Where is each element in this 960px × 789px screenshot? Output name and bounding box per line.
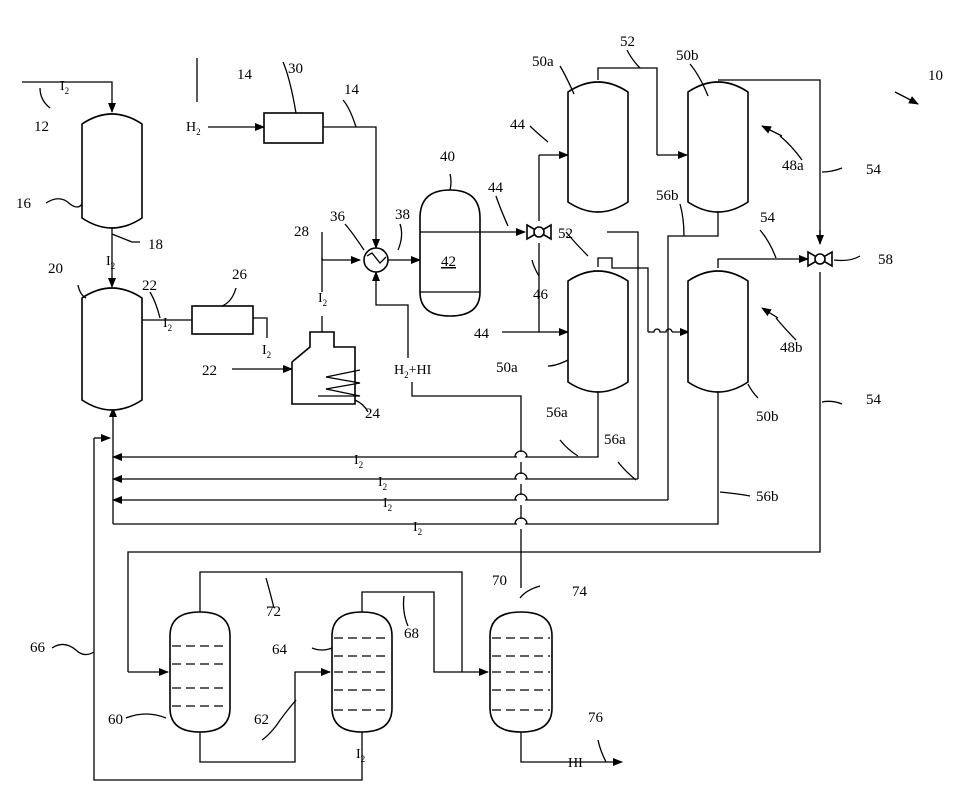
reactor-40 (420, 190, 480, 316)
vessel-50b-bottom (688, 271, 748, 392)
ref-44-top: 44 (510, 117, 526, 133)
ref-58: 58 (878, 252, 893, 268)
valve-58 (808, 252, 832, 266)
stream-h2: H2 (186, 120, 201, 137)
unit-30 (264, 113, 323, 143)
ref-56a-left: 56a (546, 405, 568, 421)
ref-12: 12 (34, 119, 49, 135)
ref-14-top: 14 (237, 67, 253, 83)
ref-64: 64 (272, 642, 288, 658)
ref-44-bottom: 44 (474, 326, 490, 342)
ref-36: 36 (330, 209, 346, 225)
ref-76: 76 (588, 710, 604, 726)
ref-14-line: 14 (344, 82, 360, 98)
stream-i2-return-1: I2 (354, 453, 363, 470)
ref-38: 38 (395, 207, 410, 223)
ref-70: 70 (492, 573, 507, 589)
ref-48a: 48a (782, 158, 804, 174)
ref-40: 40 (440, 149, 455, 165)
ref-56b-top: 56b (656, 188, 679, 204)
vessel-50b-top (688, 82, 748, 212)
vessel-50a-bottom (568, 271, 628, 392)
ref-50a-top: 50a (532, 54, 554, 70)
valve-46 (527, 225, 551, 239)
ref-20: 20 (48, 261, 63, 277)
stream-i2-return-3: I2 (383, 496, 392, 513)
ref-18: 18 (148, 237, 163, 253)
ref-62: 62 (254, 712, 269, 728)
ref-50b-top: 50b (676, 48, 699, 64)
vessel-50a-top (568, 82, 628, 212)
ref-44-reactor: 44 (488, 180, 504, 196)
vessel-20 (82, 288, 142, 410)
ref-68: 68 (404, 626, 419, 642)
stream-i2-18: I2 (106, 254, 115, 271)
stream-i2-22: I2 (163, 316, 172, 333)
ref-56b-bottom: 56b (756, 489, 779, 505)
ref-66: 66 (30, 640, 46, 656)
stream-i2-return-4: I2 (413, 520, 422, 537)
stream-h2-hi: H2+HI (394, 363, 432, 380)
ref-74: 74 (572, 584, 588, 600)
ref-54-bottom: 54 (866, 392, 882, 408)
ref-30: 30 (288, 61, 303, 77)
ref-52-mid: 52 (558, 226, 573, 242)
ref-72: 72 (266, 604, 281, 620)
ref-60: 60 (108, 712, 123, 728)
vessel-16 (82, 114, 142, 228)
ref-22-top: 22 (142, 278, 157, 294)
stream-i2-bottom: I2 (356, 747, 365, 764)
ref-24: 24 (365, 406, 381, 422)
column-60 (170, 612, 230, 732)
ref-22-left: 22 (202, 363, 217, 379)
ref-16: 16 (16, 196, 32, 212)
ref-46: 46 (533, 287, 549, 303)
ref-52-top: 52 (620, 34, 635, 50)
dryer-26 (192, 306, 253, 334)
ref-10: 10 (928, 68, 943, 84)
ref-48b: 48b (780, 340, 803, 356)
stream-hi-product: HI (568, 756, 583, 771)
stream-i2-26: I2 (262, 343, 271, 360)
stream-i2-return-2: I2 (378, 475, 387, 492)
ref-50a-bottom: 50a (496, 360, 518, 376)
ref-42: 42 (441, 254, 456, 270)
ref-54-top: 54 (866, 162, 882, 178)
stream-i2-28: I2 (318, 291, 327, 308)
ref-26: 26 (232, 267, 248, 283)
ref-56a-right: 56a (604, 432, 626, 448)
ref-50b-bottom: 50b (756, 409, 779, 425)
ref-54-mid: 54 (760, 210, 776, 226)
heat-exchanger-36 (364, 248, 388, 272)
ref-28: 28 (294, 224, 309, 240)
